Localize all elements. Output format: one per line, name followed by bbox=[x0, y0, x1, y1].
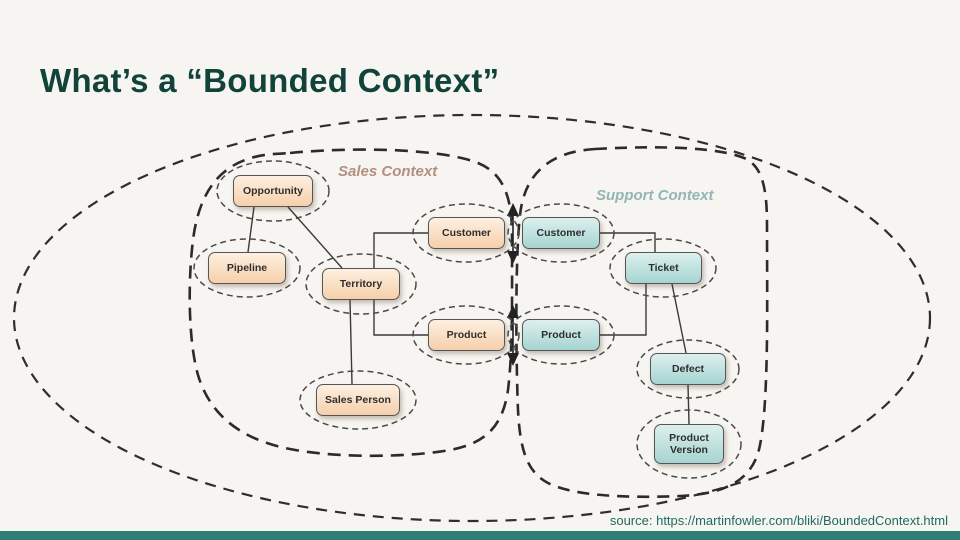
node-ellipse-customer-support bbox=[507, 203, 615, 263]
edge-ticket-defect bbox=[671, 283, 687, 354]
sales-context-boundary bbox=[188, 148, 514, 458]
outer-boundary-ellipse bbox=[12, 113, 932, 523]
edge-product-ticket bbox=[600, 284, 647, 336]
source-attribution: source: https://martinfowler.com/bliki/B… bbox=[609, 513, 948, 528]
node-product-version: Product Version bbox=[654, 424, 724, 464]
footer-accent-bar bbox=[0, 531, 960, 540]
node-ellipse-product-support bbox=[507, 305, 615, 365]
edge-customer-territory bbox=[373, 232, 428, 268]
node-product-sales: Product bbox=[428, 319, 505, 351]
node-ellipse-product-sales bbox=[412, 305, 520, 365]
node-ellipse-sales-person bbox=[299, 370, 417, 430]
page-title: What’s a “Bounded Context” bbox=[40, 62, 500, 99]
edge-territory-salesperson bbox=[349, 299, 353, 385]
node-pipeline: Pipeline bbox=[208, 252, 286, 284]
node-territory: Territory bbox=[322, 268, 400, 300]
node-ellipse-ticket bbox=[609, 238, 717, 298]
node-product-support: Product bbox=[522, 319, 600, 351]
node-ellipse-territory bbox=[305, 253, 417, 315]
edge-customer-ticket bbox=[600, 232, 656, 252]
node-ellipse-customer-sales bbox=[412, 203, 520, 263]
node-customer-support: Customer bbox=[522, 217, 600, 249]
support-context-label: Support Context bbox=[596, 187, 714, 204]
node-customer-sales: Customer bbox=[428, 217, 505, 249]
node-ellipse-product-version bbox=[636, 409, 742, 479]
support-context-boundary bbox=[515, 146, 769, 499]
node-ticket: Ticket bbox=[625, 252, 702, 284]
edge-opportunity-pipeline bbox=[247, 206, 255, 253]
customer-context-arrow bbox=[507, 203, 519, 264]
node-ellipse-pipeline bbox=[193, 238, 301, 298]
node-ellipse-opportunity bbox=[216, 160, 330, 222]
edge-product-territory bbox=[373, 300, 428, 336]
edge-opportunity-territory bbox=[287, 206, 343, 269]
node-defect: Defect bbox=[650, 353, 726, 385]
product-context-arrow bbox=[507, 305, 519, 366]
node-sales-person: Sales Person bbox=[316, 384, 400, 416]
edge-defect-productversion bbox=[687, 384, 690, 425]
node-ellipse-defect bbox=[636, 339, 740, 399]
sales-context-label: Sales Context bbox=[338, 163, 438, 180]
node-opportunity: Opportunity bbox=[233, 175, 313, 207]
